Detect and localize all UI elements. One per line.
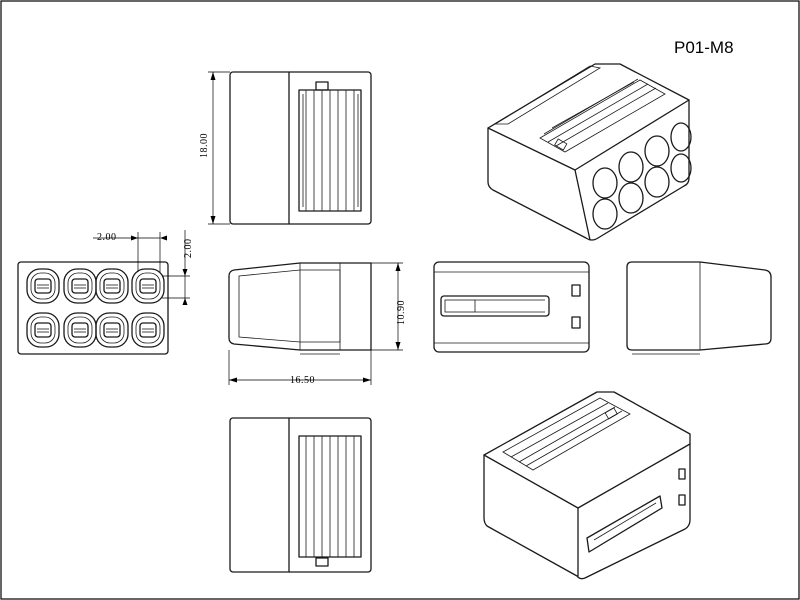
side-view-right bbox=[626, 261, 772, 355]
wire-entry-hole bbox=[63, 312, 97, 348]
wire-entry-hole bbox=[95, 268, 129, 304]
wire-entry-hole bbox=[131, 268, 165, 304]
length-dimension: 16.50 bbox=[228, 350, 372, 386]
pitch-horizontal-label: 2.00 bbox=[97, 232, 117, 243]
wire-entry-hole bbox=[26, 312, 60, 348]
top-view bbox=[229, 71, 372, 225]
height-dimension: 18.00 bbox=[199, 71, 230, 225]
wire-entry-hole bbox=[131, 312, 165, 348]
length-dimension-label: 16.50 bbox=[290, 375, 315, 386]
part-number-title: P01-M8 bbox=[674, 38, 734, 57]
depth-dimension-label: 10.90 bbox=[396, 300, 407, 325]
side-view-left bbox=[228, 262, 372, 355]
wire-entry-hole bbox=[95, 312, 129, 348]
height-dimension-label: 18.00 bbox=[199, 133, 210, 158]
pitch-horizontal-dimension: 2.00 bbox=[93, 232, 167, 272]
depth-dimension: 10.90 bbox=[371, 262, 407, 351]
pitch-vertical-label: 2.00 bbox=[183, 239, 194, 259]
front-view bbox=[17, 261, 169, 355]
isometric-view-rear bbox=[483, 391, 691, 580]
bottom-view bbox=[229, 417, 372, 573]
rear-view bbox=[433, 261, 590, 353]
wire-entry-hole bbox=[63, 268, 97, 304]
wire-entry-hole bbox=[26, 268, 60, 304]
pitch-vertical-dimension: 2.00 bbox=[162, 230, 194, 305]
isometric-view-front bbox=[487, 63, 692, 241]
